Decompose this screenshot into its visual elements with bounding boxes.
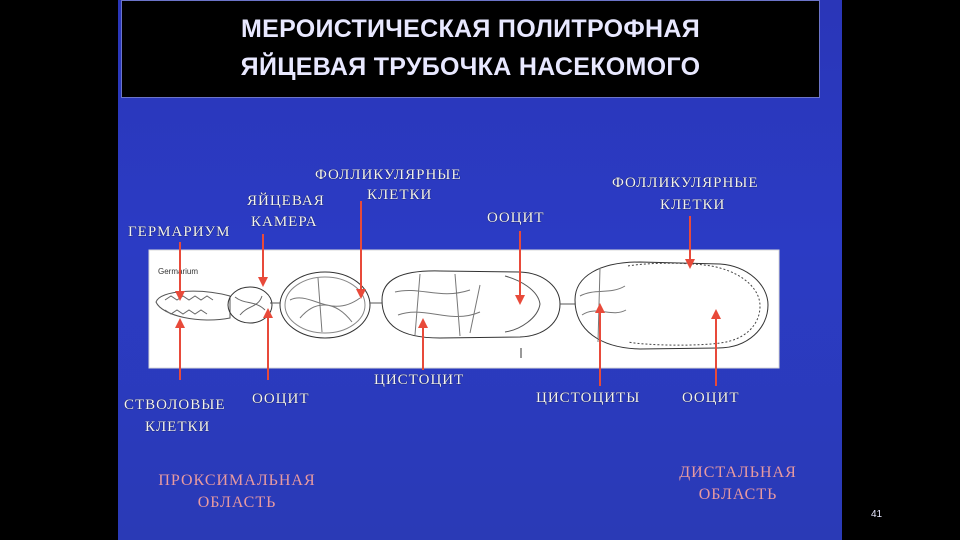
region-proximal-line-2: ОБЛАСТЬ — [197, 494, 277, 511]
label-follicular-cells-left-2: КЛЕТКИ — [367, 187, 433, 203]
label-oocyte-bottom-right: ООЦИТ — [682, 390, 740, 406]
label-follicular-cells-right-2: КЛЕТКИ — [660, 197, 726, 213]
ovariole-drawing — [155, 261, 769, 350]
page-number: 41 — [871, 509, 883, 520]
title-box: МЕРОИСТИЧЕСКАЯ ПОЛИТРОФНАЯ ЯЙЦЕВАЯ ТРУБО… — [121, 0, 820, 98]
label-cystocytes: ЦИСТОЦИТЫ — [536, 390, 641, 406]
label-oocyte-top: ООЦИТ — [487, 210, 545, 226]
egg-chamber-largest — [574, 261, 769, 350]
label-egg-chamber-1: ЯЙЦЕВАЯ — [247, 193, 325, 209]
title-line-2: ЯЙЦЕВАЯ ТРУБОЧКА НАСЕКОМОГО — [240, 53, 701, 81]
label-cystocyte: ЦИСТОЦИТ — [374, 372, 465, 388]
micrograph-tag: Germarium — [158, 267, 198, 276]
label-germarium: ГЕРМАРИУМ — [128, 224, 231, 240]
region-proximal-line-1: ПРОКСИМАЛЬНАЯ — [158, 472, 316, 489]
label-egg-chamber-2: КАМЕРА — [251, 214, 318, 230]
label-stem-cells-2: КЛЕТКИ — [145, 419, 211, 435]
region-distal-line-1: ДИСТАЛЬНАЯ — [679, 464, 797, 481]
label-oocyte-bottom-left: ООЦИТ — [252, 391, 310, 407]
pointer-arrows — [175, 201, 721, 386]
title-line-1: МЕРОИСТИЧЕСКАЯ ПОЛИТРОФНАЯ — [240, 15, 701, 43]
region-distal: ДИСТАЛЬНАЯ ОБЛАСТЬ — [658, 462, 818, 506]
label-follicular-cells-left-1: ФОЛЛИКУЛЯРНЫЕ — [315, 167, 462, 183]
egg-chamber-medium — [279, 271, 371, 339]
micrograph-panel — [148, 249, 780, 369]
label-follicular-cells-right-1: ФОЛЛИКУЛЯРНЫЕ — [612, 175, 759, 191]
region-proximal: ПРОКСИМАЛЬНАЯ ОБЛАСТЬ — [137, 470, 337, 514]
egg-chamber-small — [227, 286, 273, 324]
region-distal-line-2: ОБЛАСТЬ — [698, 486, 778, 503]
label-stem-cells-1: СТВОЛОВЫЕ — [124, 397, 226, 413]
